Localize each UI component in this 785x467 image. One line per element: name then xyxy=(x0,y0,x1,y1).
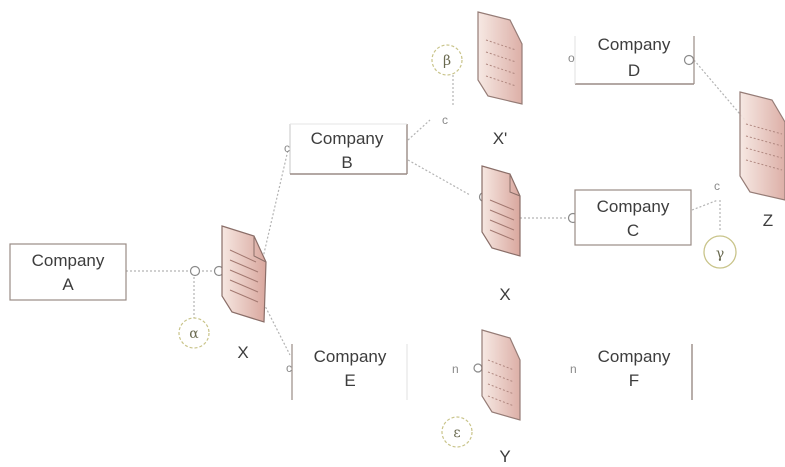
company-box-f: Company F xyxy=(598,344,693,400)
ring-a-1 xyxy=(189,265,201,277)
glyph-c-near-e: c xyxy=(286,361,292,375)
company-a-line1: Company xyxy=(32,251,105,270)
line-c-to-gamma xyxy=(691,199,719,211)
marker-epsilon: ε xyxy=(441,416,473,448)
document-x-main-label: X xyxy=(237,343,248,362)
line-b-to-doc-xprime xyxy=(407,119,431,141)
marker-beta-label: β xyxy=(443,53,451,69)
company-e-line1: Company xyxy=(314,347,387,366)
company-a-line2: A xyxy=(62,275,74,294)
company-box-a: Company A xyxy=(9,243,127,301)
line-d-to-z xyxy=(693,59,746,121)
document-z-icon xyxy=(739,91,785,201)
glyph-o-near-d: o xyxy=(568,51,575,65)
company-b-line1: Company xyxy=(311,129,384,148)
marker-beta: β xyxy=(431,44,463,76)
company-d-line1: Company xyxy=(598,35,671,54)
document-x-prime-label: X' xyxy=(493,129,508,148)
company-f-line1: Company xyxy=(598,347,671,366)
glyph-n-near-f: n xyxy=(570,362,577,376)
company-box-c: Company C xyxy=(574,189,692,246)
company-b-line2: B xyxy=(341,153,352,172)
marker-alpha-label: α xyxy=(189,326,199,342)
company-d-line2: D xyxy=(628,61,640,80)
glyph-c-near-b: c xyxy=(284,141,290,155)
document-x-main-icon xyxy=(221,225,267,323)
company-e-line2: E xyxy=(344,371,355,390)
connector-lines xyxy=(126,59,746,356)
document-z-label: Z xyxy=(763,211,773,230)
marker-gamma-label: γ xyxy=(716,246,724,262)
line-doc-x-to-b xyxy=(261,149,289,263)
marker-gamma: γ xyxy=(703,235,737,269)
document-x-prime-icon xyxy=(477,11,523,105)
document-x-right-icon xyxy=(481,165,521,257)
document-y-icon xyxy=(481,329,521,421)
company-box-e: Company E xyxy=(291,344,408,400)
company-c-line1: Company xyxy=(597,197,670,216)
company-c-line2: C xyxy=(627,221,639,240)
ring-y xyxy=(473,363,483,373)
line-b-to-doc-x-right xyxy=(407,159,471,196)
line-doc-x-to-e xyxy=(261,299,291,356)
marker-alpha: α xyxy=(178,317,210,349)
glyph-c-near-z: c xyxy=(714,179,720,193)
ring-d xyxy=(683,54,695,66)
glyph-c-mid: c xyxy=(442,113,448,127)
company-f-line2: F xyxy=(629,371,639,390)
document-y-label: Y xyxy=(499,447,510,466)
company-box-b: Company B xyxy=(289,123,408,175)
marker-epsilon-label: ε xyxy=(453,425,460,441)
company-box-d: Company D xyxy=(574,35,695,85)
glyph-n-near-y: n xyxy=(452,362,459,376)
document-x-right-label: X xyxy=(499,285,510,304)
